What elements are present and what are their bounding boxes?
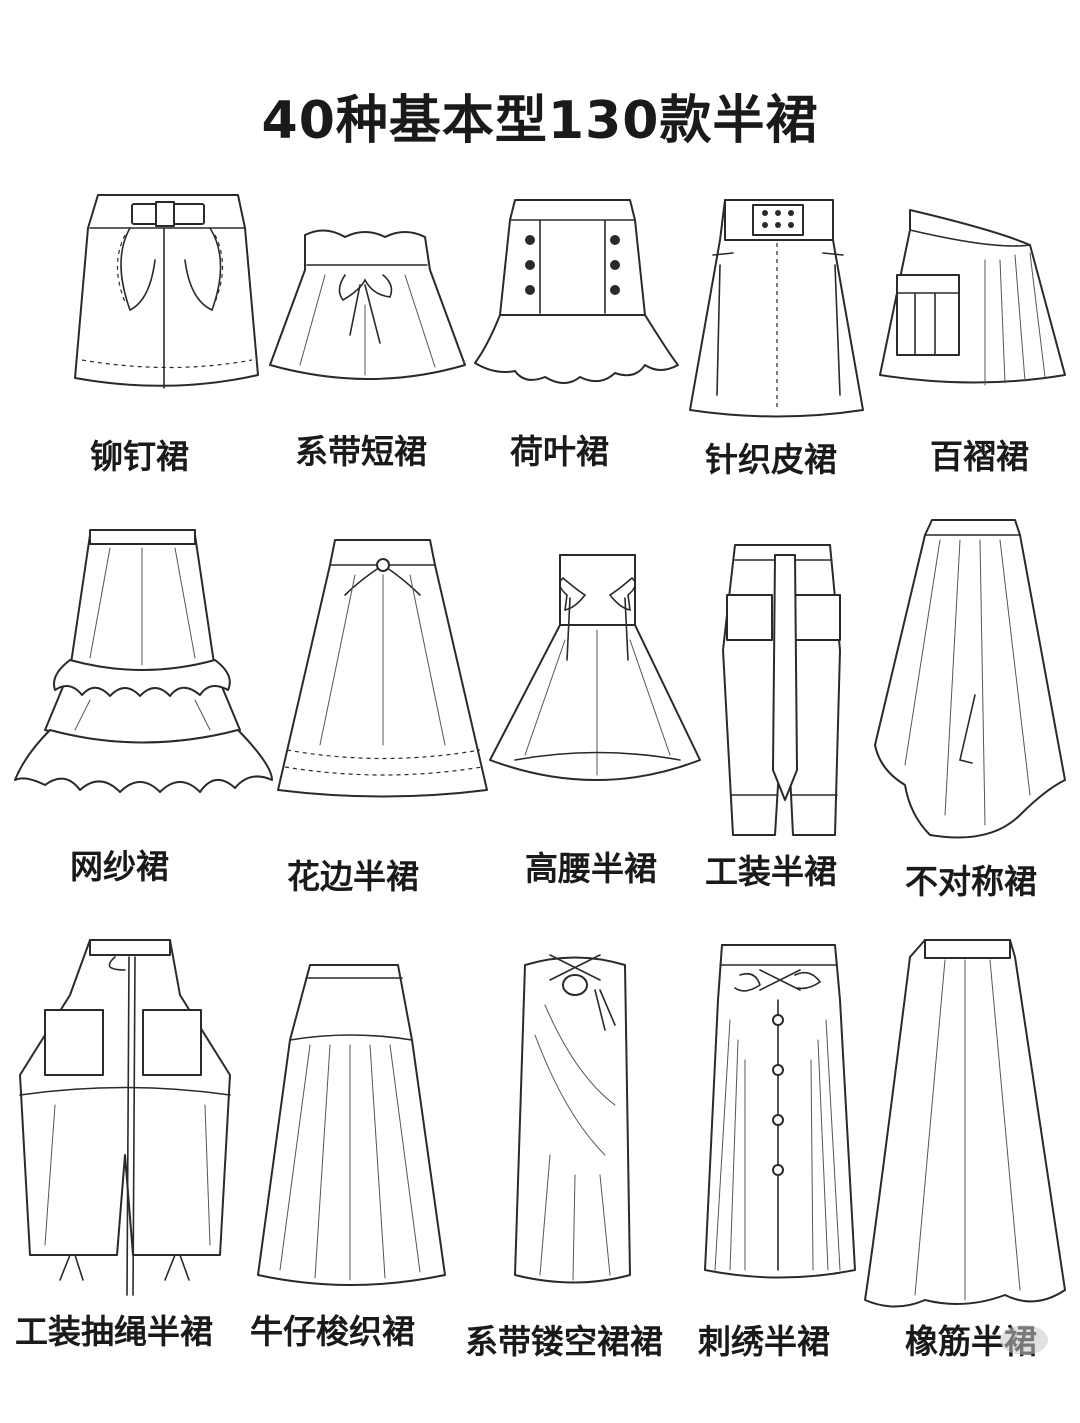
- label-cargo-drawstring-skirt: 工装抽绳半裙: [15, 1312, 213, 1351]
- cargo-drawstring-skirt-sketch: [15, 935, 235, 1296]
- label-high-waist-skirt: 高腰半裙: [525, 849, 657, 888]
- tulle-skirt-sketch: [10, 529, 275, 800]
- label-tie-short-skirt: 系带短裙: [295, 432, 427, 471]
- tie-short-skirt-sketch: [265, 225, 475, 395]
- skirt-card-cargo: 工装半裙: [705, 540, 855, 891]
- label-knit-leather-skirt: 针织皮裙: [705, 440, 837, 479]
- label-tie-cutout-skirt: 系带镂空裙裙: [465, 1322, 663, 1361]
- skirt-card-high-waist: 高腰半裙: [485, 550, 710, 890]
- page-title: 40种基本型130款半裙: [261, 91, 819, 151]
- lace-trim-skirt-sketch: [275, 535, 490, 805]
- label-tulle-skirt: 网纱裙: [70, 847, 169, 886]
- pleated-skirt-sketch: [875, 205, 1075, 395]
- label-embroidered-skirt: 刺绣半裙: [698, 1322, 830, 1361]
- skirt-card-elastic: 橡筋半裙: [855, 935, 1075, 1361]
- label-cargo-skirt: 工装半裙: [705, 852, 837, 891]
- asymmetric-skirt-sketch: [870, 515, 1075, 855]
- watermark: [1000, 1325, 1048, 1355]
- skirt-card-tie-short: 系带短裙: [265, 225, 475, 490]
- label-rivet-skirt: 铆钉裙: [90, 437, 189, 476]
- skirt-card-embroidered: 刺绣半裙: [698, 940, 860, 1361]
- high-waist-skirt-sketch: [485, 550, 710, 790]
- label-asymmetric-skirt: 不对称裙: [905, 862, 1037, 901]
- skirt-card-lace-trim: 花边半裙: [275, 535, 490, 896]
- skirt-card-tulle: 网纱裙: [10, 529, 275, 890]
- skirt-card-denim-woven: 牛仔梭织裙: [250, 960, 450, 1355]
- skirt-card-tie-cutout: 系带镂空裙裙: [465, 945, 685, 1361]
- skirt-card-cargo-drawstring: 工装抽绳半裙: [15, 935, 235, 1355]
- skirt-card-rivet: 铆钉裙: [70, 190, 270, 490]
- skirt-card-ruffle: 荷叶裙: [470, 195, 680, 490]
- tie-cutout-skirt-sketch: [465, 945, 685, 1295]
- knit-leather-skirt-sketch: [685, 195, 870, 425]
- label-denim-woven-skirt: 牛仔梭织裙: [250, 1312, 415, 1351]
- label-lace-trim-skirt: 花边半裙: [287, 857, 419, 896]
- skirt-card-knit-leather: 针织皮裙: [685, 195, 870, 495]
- skirt-card-asymmetric: 不对称裙: [870, 515, 1075, 901]
- label-pleated-skirt: 百褶裙: [930, 437, 1029, 476]
- riveted-skirt-sketch: [70, 190, 270, 400]
- ruffle-hem-skirt-sketch: [470, 195, 680, 395]
- label-ruffle-skirt: 荷叶裙: [510, 432, 609, 471]
- elastic-waist-skirt-sketch: [855, 935, 1075, 1315]
- skirt-card-pleated: 百褶裙: [875, 205, 1075, 495]
- cargo-skirt-sketch: [705, 540, 855, 840]
- denim-woven-skirt-sketch: [250, 960, 450, 1300]
- embroidered-skirt-sketch: [700, 940, 860, 1285]
